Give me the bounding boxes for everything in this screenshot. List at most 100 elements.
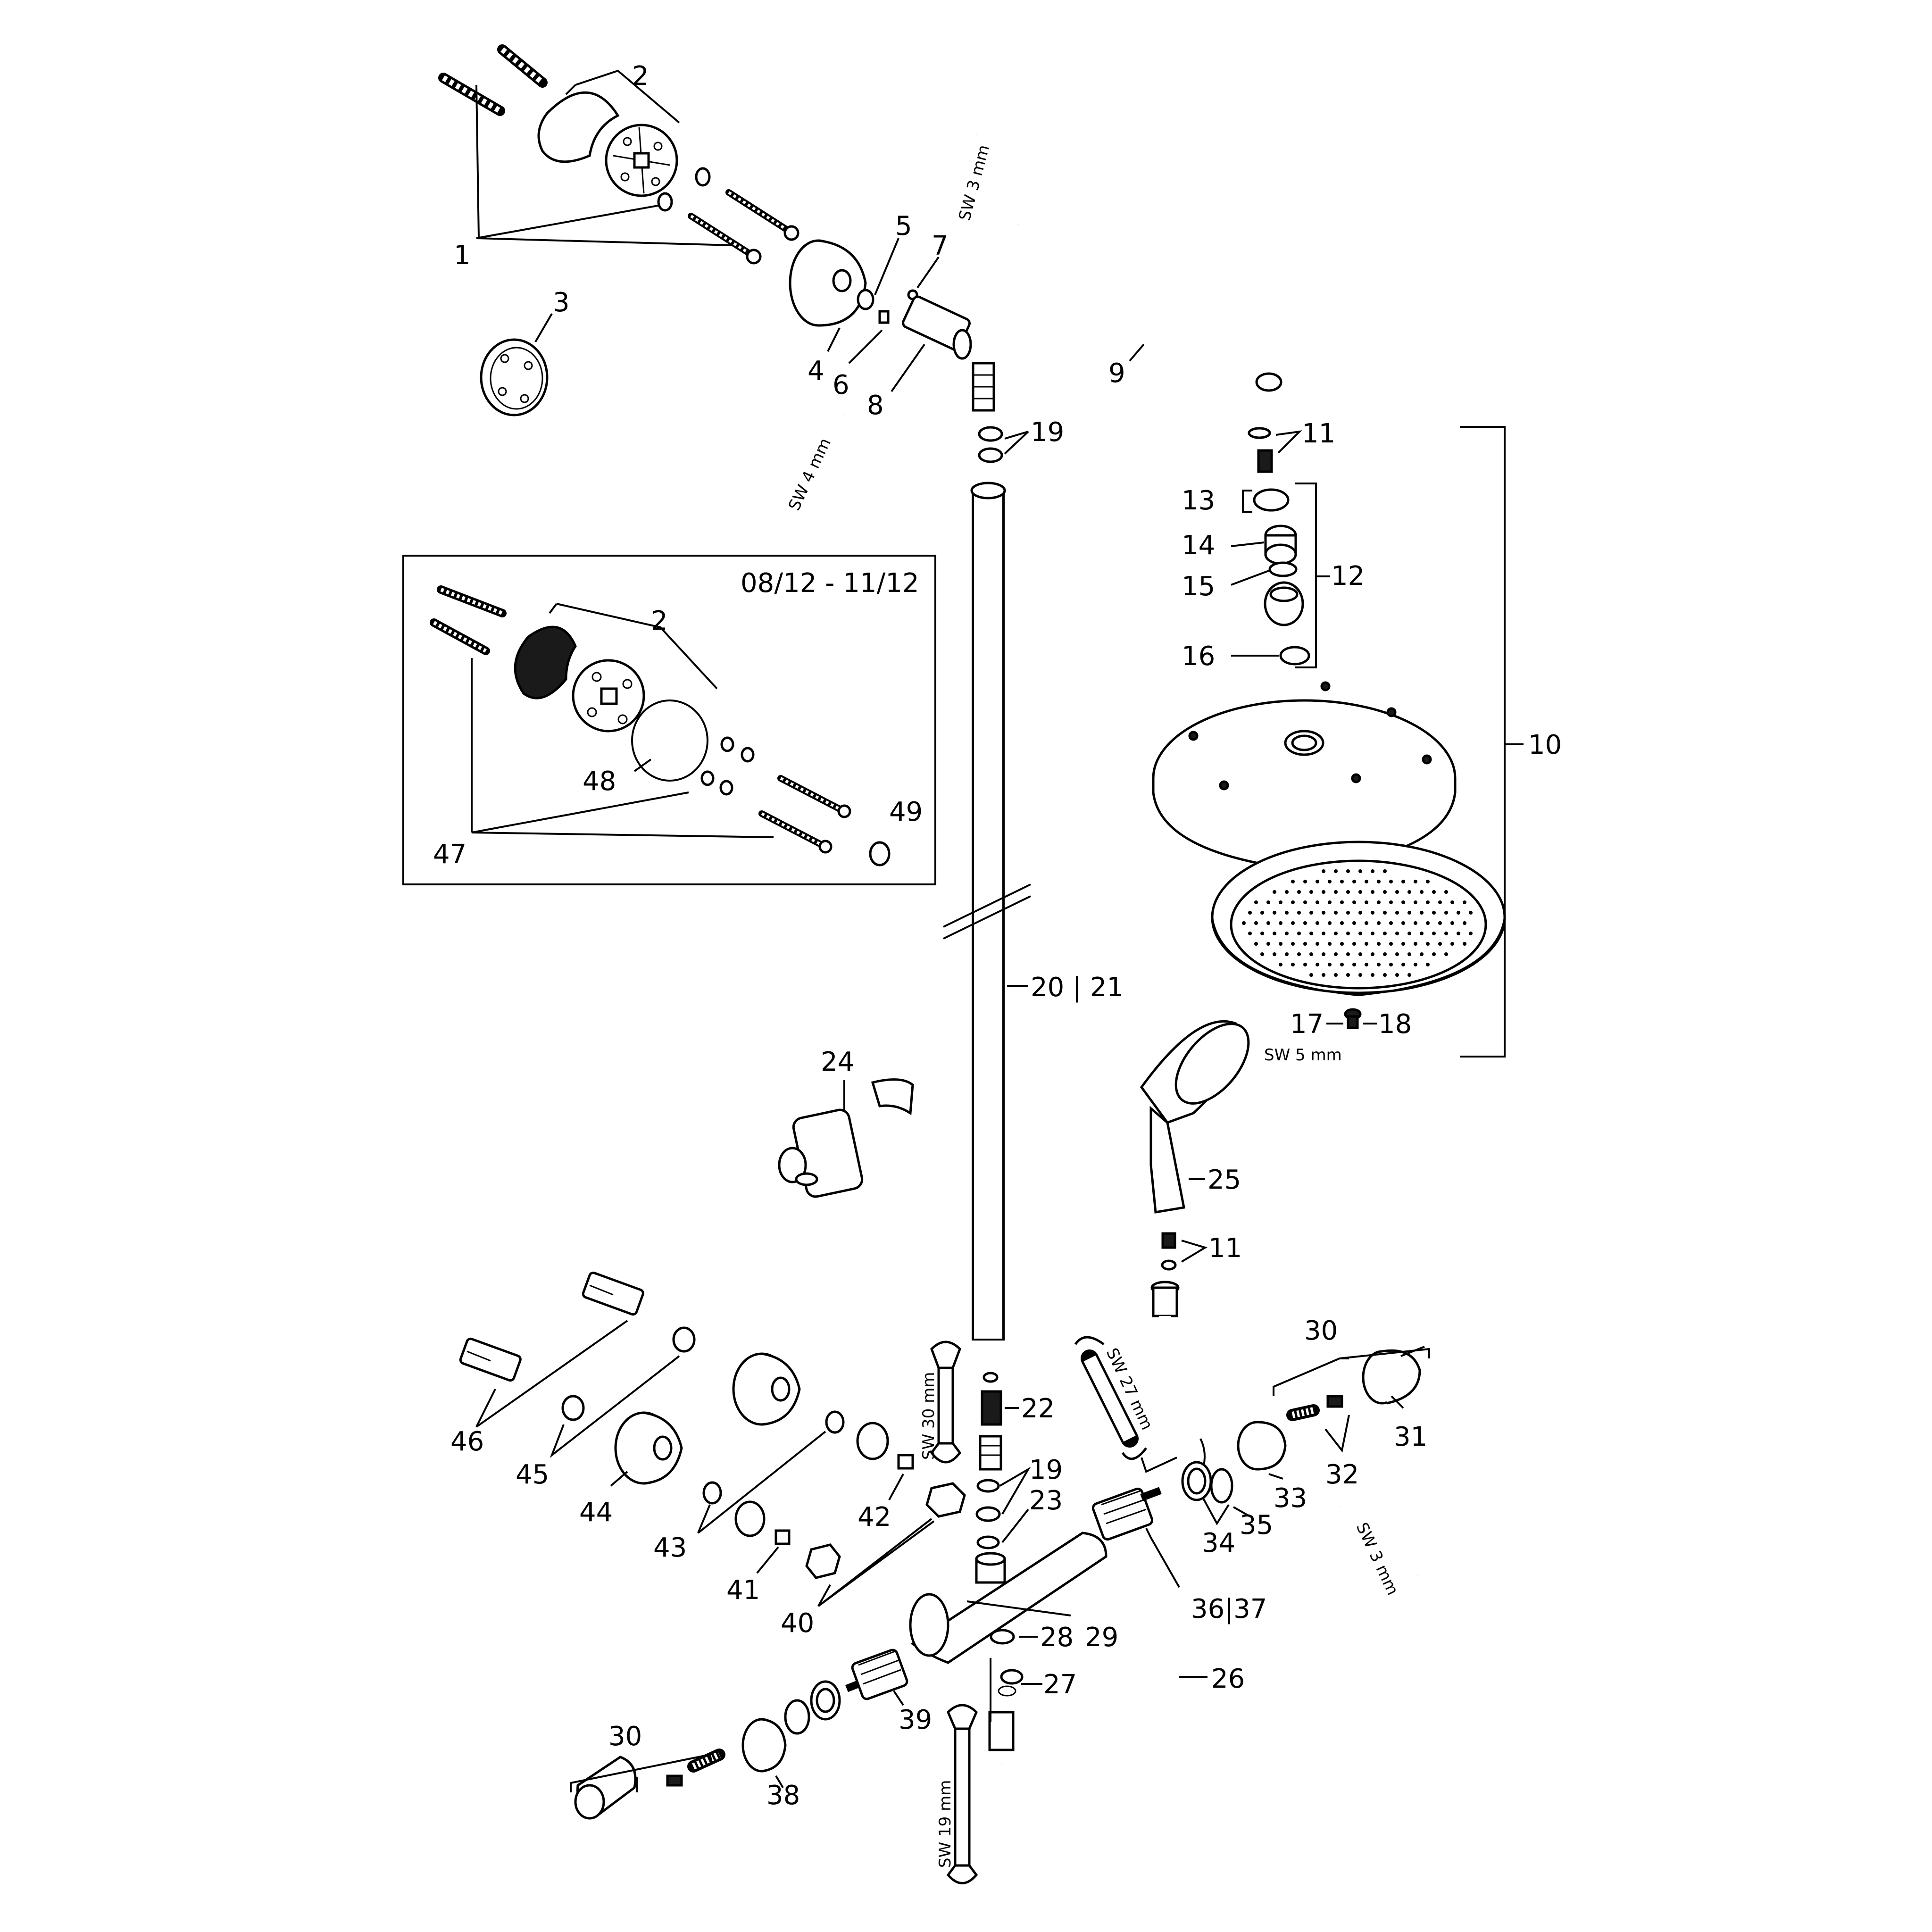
label-32: 32	[1325, 1459, 1359, 1490]
nozzle-dot	[1334, 869, 1338, 873]
nozzle-dot	[1432, 911, 1436, 915]
overhead-shower-assembly	[1152, 426, 1524, 1070]
nozzle-dot	[1401, 942, 1405, 946]
nozzle-dot	[1254, 942, 1258, 946]
label-38: 38	[766, 1780, 800, 1811]
nozzle-dot	[1444, 952, 1448, 956]
nozzle-dot	[1401, 900, 1405, 904]
nozzle-dot	[1297, 890, 1301, 894]
inset-title: 08/12 - 11/12	[741, 568, 919, 599]
nozzle-dot	[1291, 942, 1295, 946]
nozzle-dot	[1438, 942, 1442, 946]
nozzle-dot	[1316, 963, 1319, 966]
nozzle-dot	[1285, 952, 1289, 956]
nozzle-dot	[1352, 880, 1356, 883]
nozzle-dot	[1365, 921, 1368, 925]
label-20-21: 20 | 21	[1031, 972, 1124, 1003]
nozzle-dot	[1358, 932, 1362, 935]
nozzle-dot	[1444, 890, 1448, 894]
label-43: 43	[653, 1532, 687, 1563]
inset-wall-bracket-variant: 08/12 - 11/12	[402, 555, 936, 885]
label-24: 24	[821, 1047, 854, 1077]
nozzle-dot	[1432, 952, 1436, 956]
nozzle-dot	[1395, 952, 1399, 956]
nozzle-dot	[1444, 911, 1448, 915]
nozzle-dot	[1340, 963, 1344, 966]
nozzle-dot	[1414, 880, 1417, 883]
inset-seal-ring	[631, 700, 708, 782]
nozzle-dot	[1463, 900, 1466, 904]
nozzle-dot	[1273, 911, 1276, 915]
nozzle-dot	[1322, 932, 1325, 935]
label-45: 45	[516, 1459, 549, 1490]
left-handle-assembly	[459, 1271, 966, 1820]
nozzle-dot	[1316, 921, 1319, 925]
label-7: 7	[932, 231, 949, 261]
nozzle-dot	[1266, 900, 1270, 904]
nozzle-dot	[1297, 932, 1301, 935]
nozzle-dot	[1414, 900, 1417, 904]
label-29: 29	[1085, 1622, 1118, 1653]
nozzle-dot	[1463, 921, 1466, 925]
label-22: 22	[1021, 1393, 1055, 1424]
nozzle-dot	[1279, 942, 1282, 946]
nozzle-dot	[1309, 973, 1313, 977]
nozzle-dot	[1438, 921, 1442, 925]
label-49: 49	[889, 797, 923, 827]
nozzle-dot	[1395, 973, 1399, 977]
nozzle-dot	[1285, 932, 1289, 935]
wall-dowel	[438, 44, 548, 116]
nozzle-dot	[1358, 890, 1362, 894]
label-30b: 30	[608, 1721, 642, 1752]
label-19b: 19	[1029, 1455, 1063, 1485]
nozzle-dot	[1407, 890, 1411, 894]
nozzle-dot	[1242, 921, 1246, 925]
nozzle-dot	[1273, 952, 1276, 956]
label-44: 44	[579, 1497, 613, 1528]
nozzle-dot	[1260, 911, 1264, 915]
nozzle-dot	[1303, 942, 1307, 946]
nozzle-dot	[1273, 932, 1276, 935]
nozzle-dot	[1365, 963, 1368, 966]
nozzle-dot	[1414, 921, 1417, 925]
slide-holder	[778, 1078, 914, 1198]
label-15: 15	[1182, 571, 1215, 602]
nozzle-dot	[1389, 963, 1393, 966]
nozzle-dot	[1309, 932, 1313, 935]
nozzle-dot	[1340, 900, 1344, 904]
nozzle-dot	[1340, 942, 1344, 946]
nozzle-dot	[1279, 900, 1282, 904]
nozzle-dot	[1266, 942, 1270, 946]
nozzle-dot	[1371, 890, 1374, 894]
nozzle-dot	[1322, 911, 1325, 915]
nozzle-dot	[1334, 952, 1338, 956]
nozzle-dot	[1426, 921, 1430, 925]
riser-pipe	[943, 482, 1031, 1341]
nozzle-dot	[1377, 880, 1381, 883]
label-47: 47	[433, 839, 466, 870]
nozzle-dot	[1444, 932, 1448, 935]
nozzle-dot	[1365, 900, 1368, 904]
label-33: 33	[1274, 1483, 1307, 1514]
label-28: 28	[1040, 1622, 1074, 1653]
nozzle-dot	[1248, 911, 1252, 915]
label-26: 26	[1211, 1664, 1245, 1694]
tool-sw5: SW 5 mm	[1264, 1046, 1342, 1065]
nozzle-dot	[1389, 900, 1393, 904]
nozzle-dot	[1266, 921, 1270, 925]
label-4: 4	[808, 356, 824, 386]
nozzle-dot	[1358, 911, 1362, 915]
nozzle-dot	[1432, 890, 1436, 894]
nozzle-dot	[1303, 880, 1307, 883]
label-3: 3	[553, 287, 570, 318]
nozzle-dot	[1426, 942, 1430, 946]
label-9: 9	[1108, 358, 1125, 389]
nozzle-dot	[1316, 900, 1319, 904]
nozzle-dot	[1371, 932, 1374, 935]
nozzle-dot	[1457, 932, 1460, 935]
nozzle-dot	[1303, 963, 1307, 966]
label-35: 35	[1240, 1510, 1273, 1541]
label-34: 34	[1202, 1528, 1235, 1558]
nozzle-dot	[1377, 942, 1381, 946]
nozzle-dot	[1297, 911, 1301, 915]
